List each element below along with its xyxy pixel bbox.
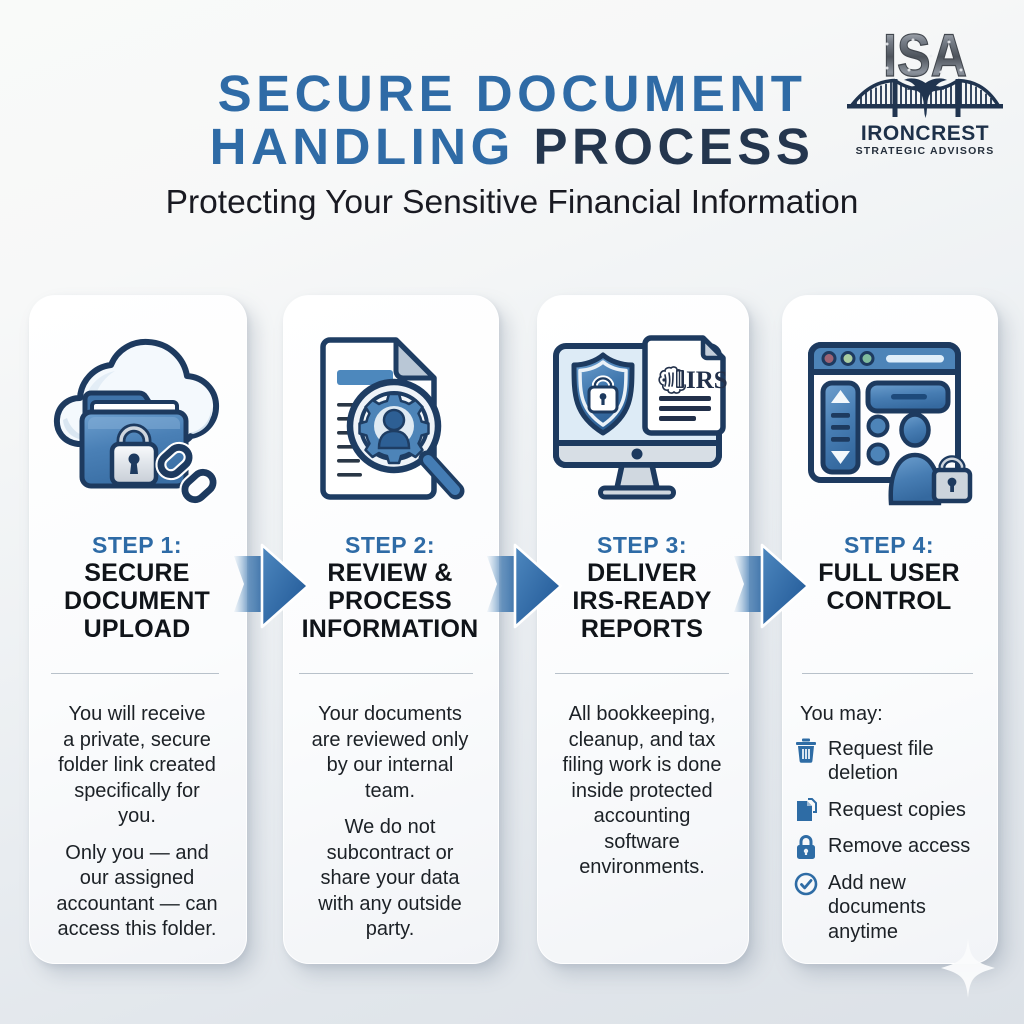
svg-text:ISA: ISA xyxy=(883,26,967,89)
svg-text:STRATEGIC ADVISORS: STRATEGIC ADVISORS xyxy=(856,145,995,157)
svg-text:IRS: IRS xyxy=(686,367,728,394)
svg-text:IRONCREST: IRONCREST xyxy=(861,122,989,145)
